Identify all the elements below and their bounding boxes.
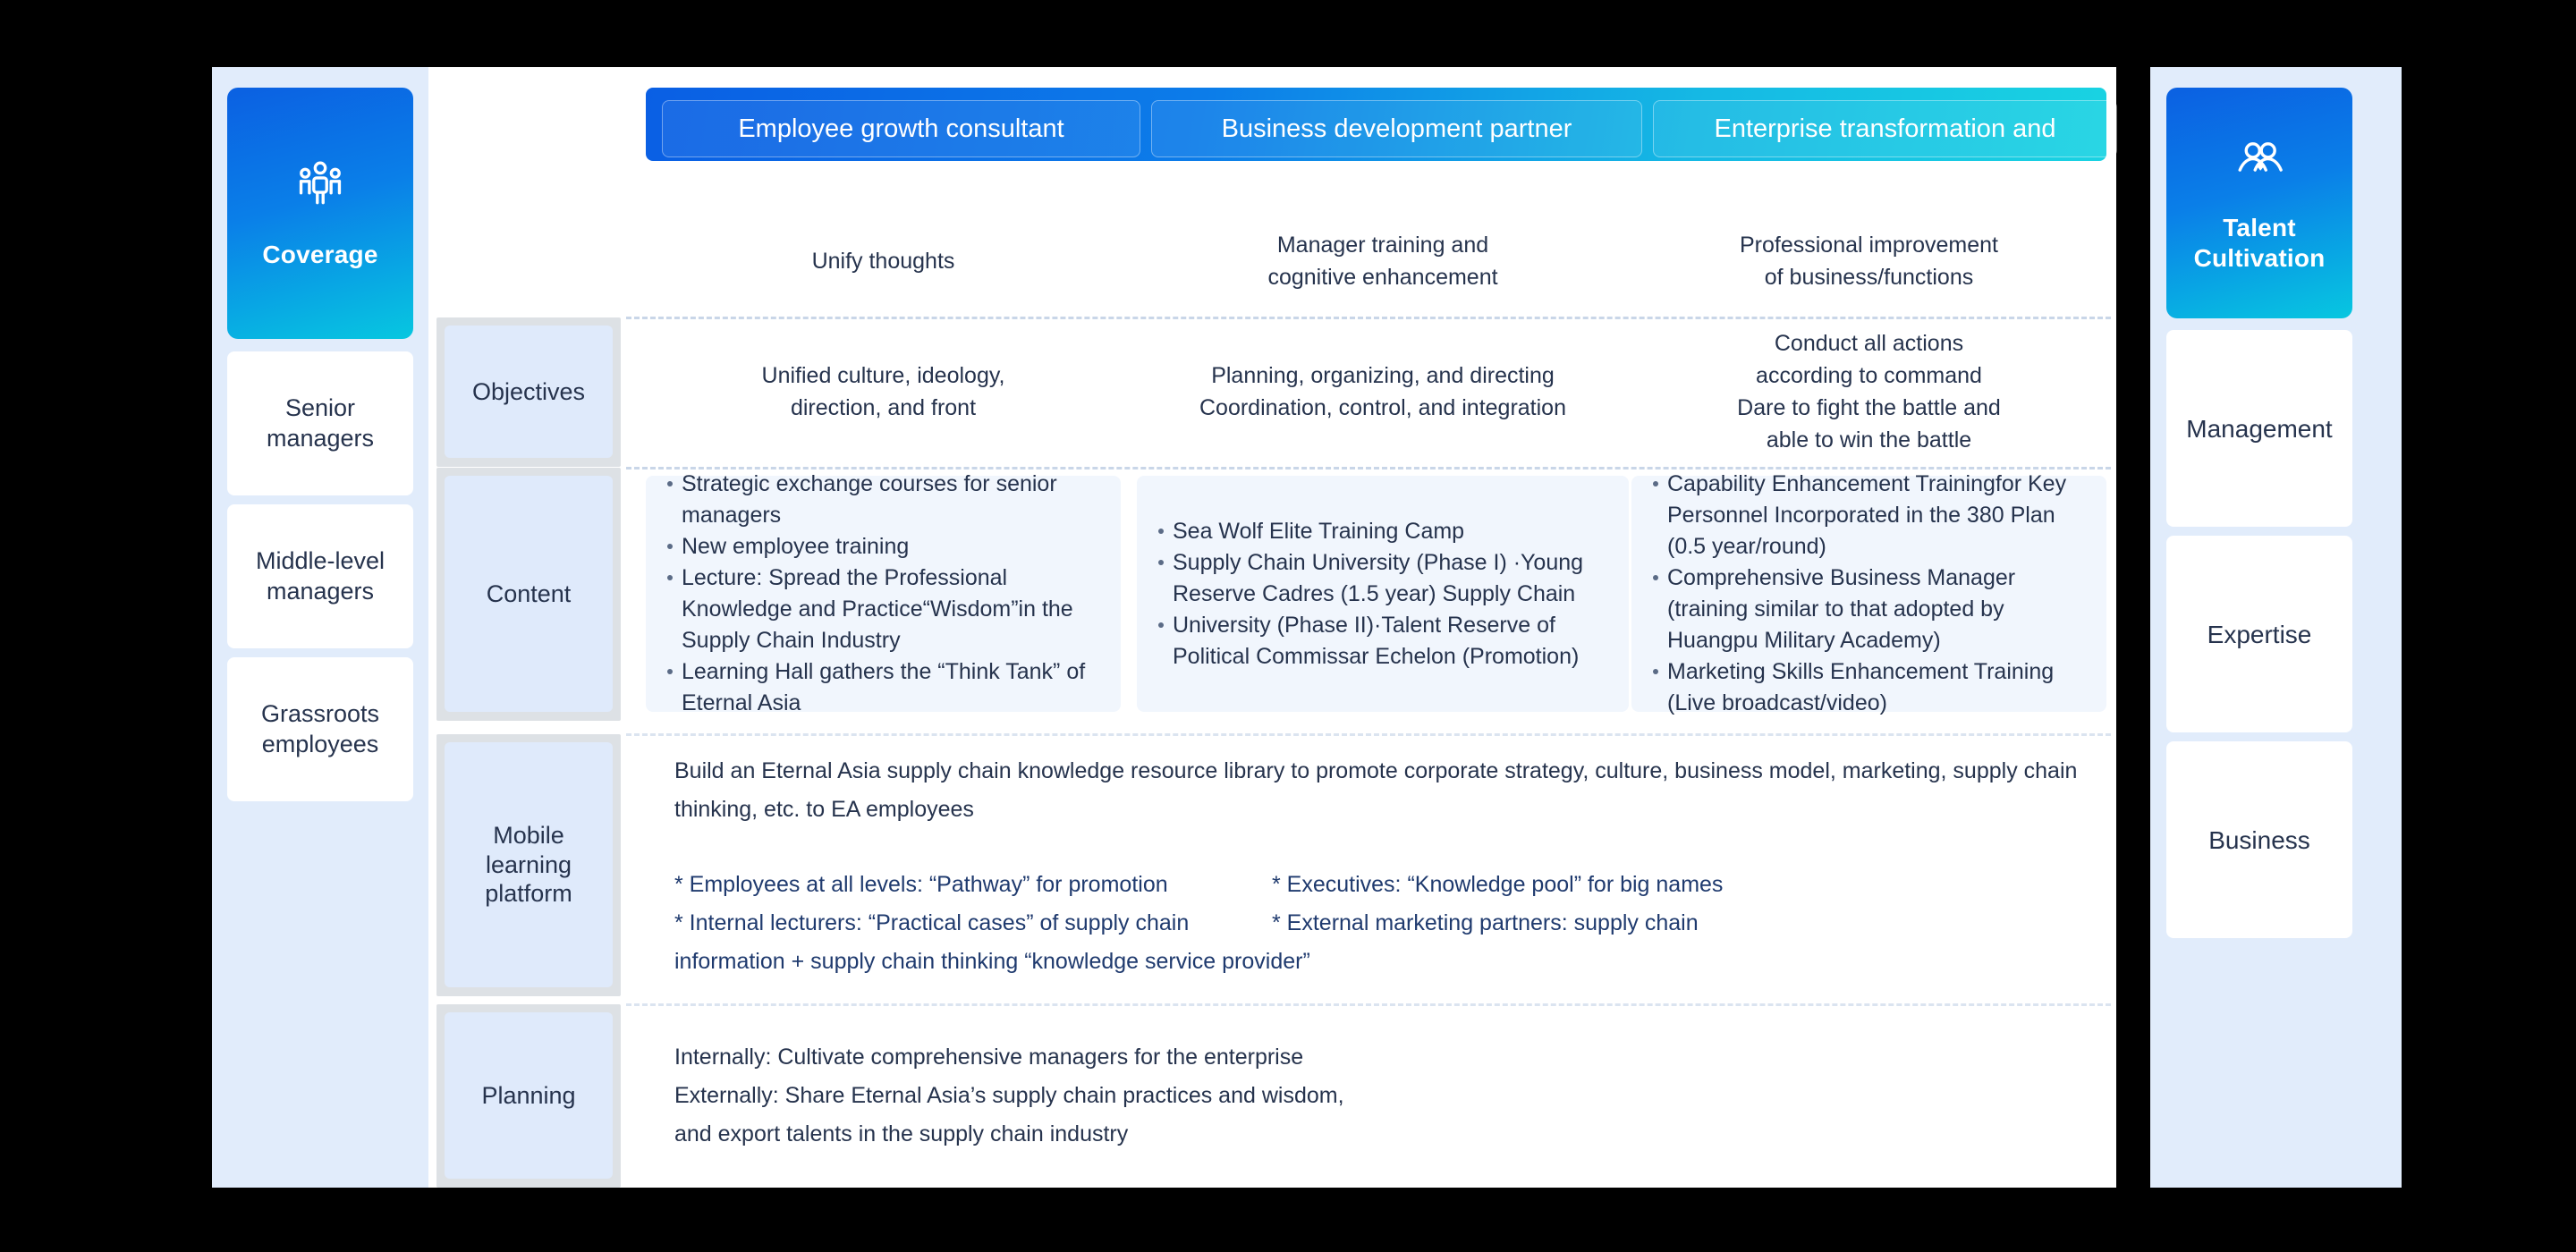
planning-line: and export talents in the supply chain i… xyxy=(674,1121,1129,1146)
right-sidebar-panel: Talent Cultivation Management Expertise … xyxy=(2150,67,2368,1188)
people-group-icon xyxy=(292,156,348,216)
list-item: Comprehensive Business Manager (training… xyxy=(1651,563,2087,656)
content-cell-3: Capability Enhancement Trainingfor Key P… xyxy=(1631,471,2106,715)
rowlabel-objectives[interactable]: Objectives xyxy=(445,326,613,458)
list-item: Lecture: Spread the Professional Knowled… xyxy=(665,563,1101,656)
subtitle-text: Unify thoughts xyxy=(811,248,955,274)
mobile-platform-left-line: * Employees at all levels: “Pathway” for… xyxy=(674,872,1168,897)
mobile-platform-left-column: * Employees at all levels: “Pathway” for… xyxy=(674,866,1238,943)
row-separator-planning xyxy=(626,1003,2111,1006)
content-bullet-list: Strategic exchange courses for senior ma… xyxy=(646,469,1121,719)
row-separator-mobile-platform xyxy=(626,733,2111,736)
tab-business-development-partner[interactable]: Business development partner xyxy=(1151,100,1642,157)
list-item: Learning Hall gathers the “Think Tank” o… xyxy=(665,656,1101,719)
planning-line: Internally: Cultivate comprehensive mana… xyxy=(674,1044,1304,1070)
coverage-hero-label: Coverage xyxy=(262,241,378,269)
objective-text: Planning, organizing, and directing Coor… xyxy=(1199,362,1566,420)
subtitle-unify-thoughts: Unify thoughts xyxy=(646,225,1121,297)
content-cell-2: Sea Wolf Elite Training Camp Supply Chai… xyxy=(1137,476,1629,712)
rowlabel-mobile-learning-platform[interactable]: Mobile learning platform xyxy=(445,742,613,987)
list-item: Supply Chain University (Phase I) ·Young… xyxy=(1157,547,1609,610)
planning-line: Externally: Share Eternal Asia’s supply … xyxy=(674,1082,1344,1108)
left-item-middle-managers[interactable]: Middle-level managers xyxy=(227,504,413,648)
row-separator-objectives xyxy=(626,317,2111,319)
rowlabel-content[interactable]: Content xyxy=(445,476,613,712)
tab-employee-growth-consultant[interactable]: Employee growth consultant xyxy=(662,100,1140,157)
row-separator-content xyxy=(626,467,2111,470)
list-item: Marketing Skills Enhancement Training (L… xyxy=(1651,656,2087,719)
objective-text: Unified culture, ideology, direction, an… xyxy=(761,362,1005,420)
list-item: New employee training xyxy=(665,531,1101,563)
content-cell-1: Strategic exchange courses for senior ma… xyxy=(646,471,1121,715)
content-bullet-list: Capability Enhancement Trainingfor Key P… xyxy=(1631,469,2106,719)
list-item: Sea Wolf Elite Training Camp xyxy=(1157,516,1609,547)
right-item-management[interactable]: Management xyxy=(2166,330,2352,527)
mobile-platform-right-column: * Executives: “Knowledge pool” for big n… xyxy=(1272,866,1898,943)
content-bullet-list: Sea Wolf Elite Training Camp Supply Chai… xyxy=(1137,516,1629,673)
subtitle-professional-improvement: Professional improvement of business/fun… xyxy=(1631,225,2106,297)
list-item: Capability Enhancement Trainingfor Key P… xyxy=(1651,469,2087,563)
subtitle-text: Manager training and cognitive enhanceme… xyxy=(1267,232,1498,290)
talent-cultivation-hero-label: Talent Cultivation xyxy=(2193,214,2326,272)
right-item-expertise[interactable]: Expertise xyxy=(2166,536,2352,732)
right-item-business[interactable]: Business xyxy=(2166,741,2352,938)
rowlabel-planning[interactable]: Planning xyxy=(445,1012,613,1179)
objective-text: Conduct all actions according to command… xyxy=(1737,330,2001,453)
list-item: University (Phase II)·Talent Reserve of … xyxy=(1157,610,1609,673)
left-item-senior-managers[interactable]: Senior managers xyxy=(227,351,413,495)
left-sidebar-panel: Coverage Senior managers Middle-level ma… xyxy=(212,67,428,1188)
left-item-grassroots-employees[interactable]: Grassroots employees xyxy=(227,657,413,801)
mobile-platform-right-line: * Executives: “Knowledge pool” for big n… xyxy=(1272,872,1724,897)
objective-cell-1: Unified culture, ideology, direction, an… xyxy=(646,326,1121,458)
mobile-platform-detail-cell: * Employees at all levels: “Pathway” for… xyxy=(646,844,2106,987)
planning-cell: Internally: Cultivate comprehensive mana… xyxy=(646,1012,2106,1179)
subtitle-manager-training: Manager training and cognitive enhanceme… xyxy=(1137,225,1629,297)
coverage-hero-card[interactable]: Coverage xyxy=(227,88,413,339)
two-people-icon xyxy=(2233,133,2285,190)
talent-cultivation-hero-card[interactable]: Talent Cultivation xyxy=(2166,88,2352,318)
mobile-platform-right-line: * External marketing partners: supply ch… xyxy=(1272,910,1699,935)
list-item: Strategic exchange courses for senior ma… xyxy=(665,469,1101,531)
subtitle-text: Professional improvement of business/fun… xyxy=(1739,232,1998,290)
mobile-platform-intro-text: Build an Eternal Asia supply chain knowl… xyxy=(674,758,2078,822)
mobile-platform-left-line: * Internal lecturers: “Practical cases” … xyxy=(674,910,1190,935)
mobile-platform-tail-text: information + supply chain thinking “kno… xyxy=(674,949,1310,974)
tab-enterprise-transformation[interactable]: Enterprise transformation and xyxy=(1653,100,2117,157)
objective-cell-2: Planning, organizing, and directing Coor… xyxy=(1137,326,1629,458)
mobile-platform-columns: * Employees at all levels: “Pathway” for… xyxy=(674,866,2078,943)
header-gradient-bar xyxy=(646,88,2106,161)
objective-cell-3: Conduct all actions according to command… xyxy=(1631,326,2106,458)
right-panel-edge-strip xyxy=(2368,67,2402,1188)
mobile-platform-intro-cell: Build an Eternal Asia supply chain knowl… xyxy=(646,742,2106,839)
